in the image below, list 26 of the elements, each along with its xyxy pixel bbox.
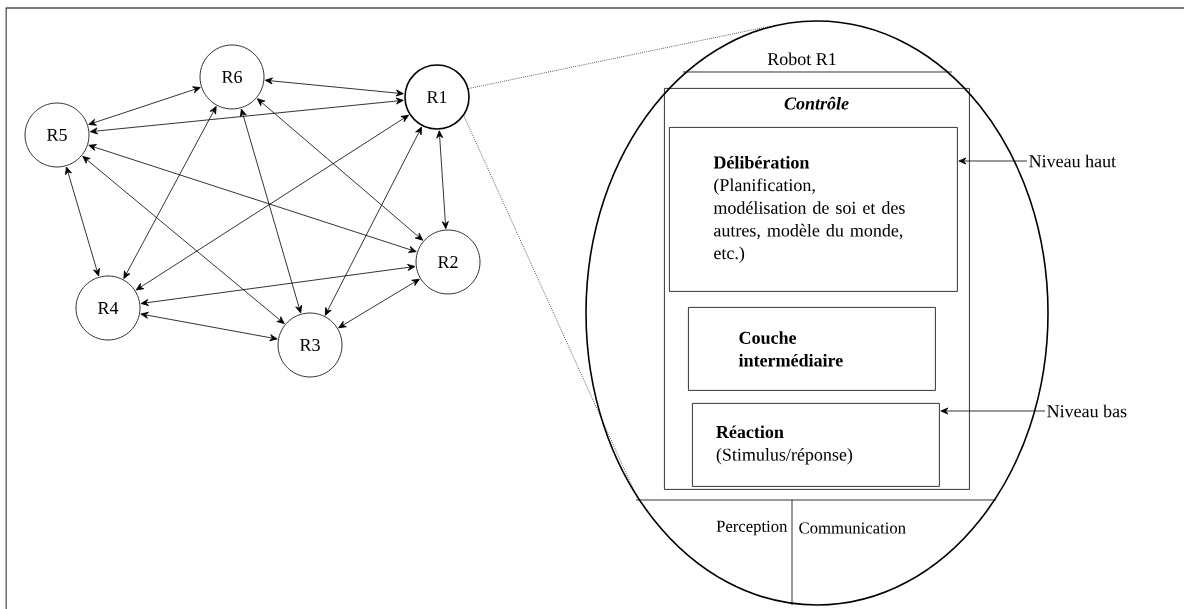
arrow xyxy=(240,108,303,314)
arrow xyxy=(65,166,100,277)
arrow xyxy=(89,97,404,135)
layer-box: Délibération (Planification, modélisation de soi et des autres, modèle du monde, etc.) xyxy=(669,127,958,292)
level-label: Niveau bas xyxy=(1047,404,1127,418)
zoom-line xyxy=(468,25,772,89)
zoom-line xyxy=(463,115,639,499)
arrow xyxy=(436,130,449,230)
arrow xyxy=(324,126,422,316)
arrow xyxy=(88,144,417,253)
arrow xyxy=(958,157,1028,165)
arrow xyxy=(140,264,416,306)
arrow xyxy=(140,311,278,342)
arrow xyxy=(338,278,420,329)
arrow xyxy=(123,106,217,279)
arrow xyxy=(135,114,409,291)
arrow xyxy=(82,155,285,325)
section-label: Communication xyxy=(799,522,906,534)
layer-box: Réaction (Stimulus/réponse) xyxy=(692,403,940,487)
arrow xyxy=(257,98,424,241)
arrow xyxy=(88,86,201,126)
level-label: Niveau haut xyxy=(1029,154,1116,168)
layer-box: Couche intermédiaire xyxy=(688,307,936,391)
section-label: Perception xyxy=(716,520,788,536)
arrow xyxy=(940,407,1046,415)
arrow xyxy=(264,77,404,97)
